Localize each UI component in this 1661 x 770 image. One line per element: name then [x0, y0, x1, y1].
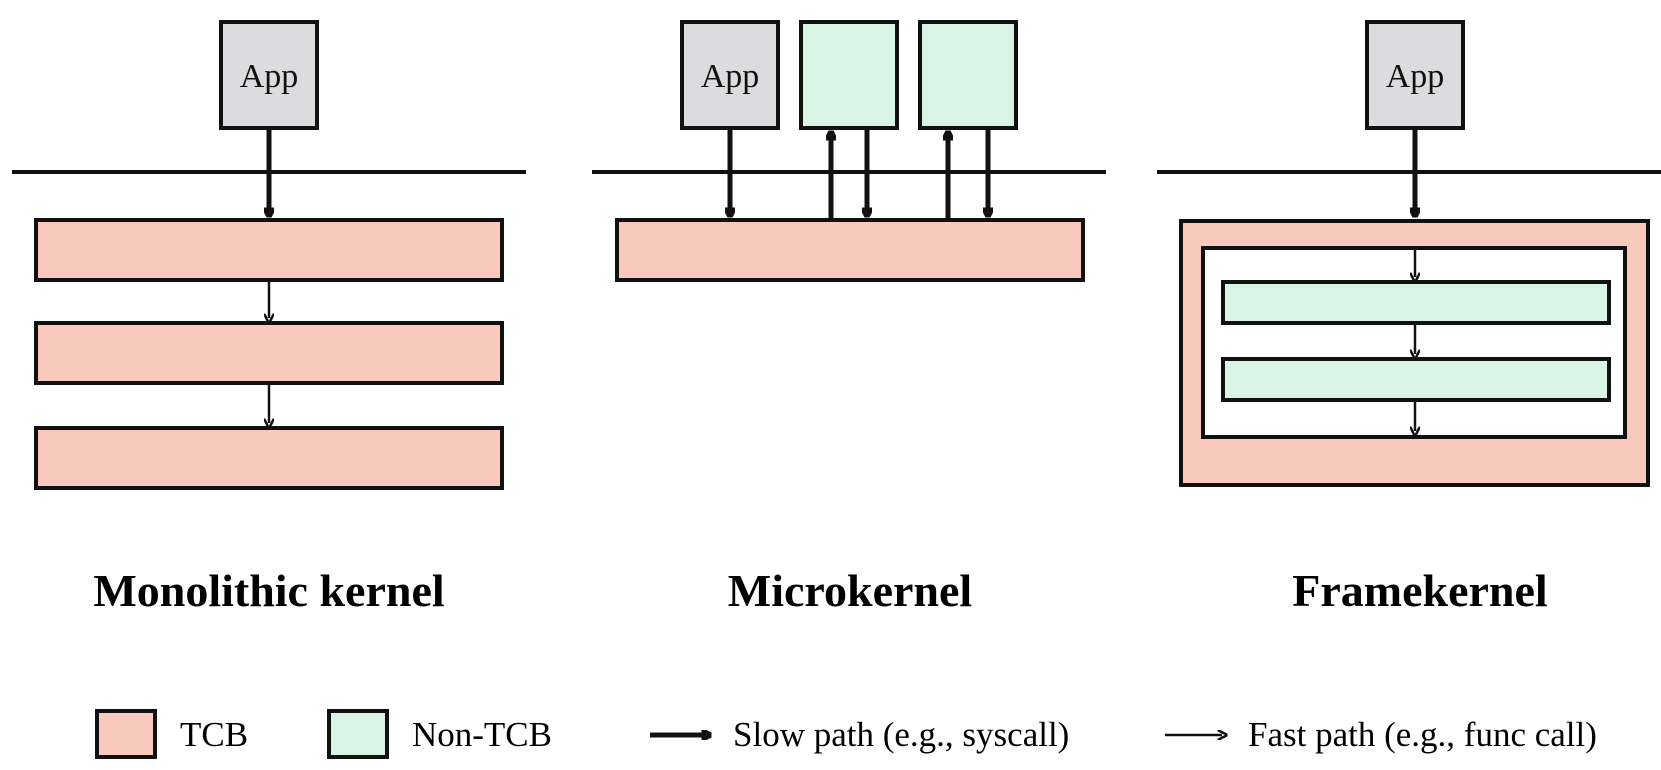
non-tcb-layer	[1221, 280, 1611, 325]
app-label: App	[701, 58, 760, 95]
app-label: App	[240, 58, 299, 95]
tcb-layer	[615, 218, 1085, 282]
panel-caption: Microkernel	[728, 565, 972, 616]
non-tcb-server-box	[799, 20, 899, 130]
legend-fast-path-label: Fast path (e.g., func call)	[1248, 715, 1597, 754]
tcb-layer	[34, 218, 504, 282]
microkernel-panel: App Microkernel	[592, 20, 1106, 616]
legend: TCB Non-TCB Slow path (e.g., syscall) Fa…	[95, 709, 1597, 759]
legend-slow-path-label: Slow path (e.g., syscall)	[733, 715, 1069, 754]
legend-tcb-label: TCB	[180, 715, 248, 754]
legend-tcb-swatch	[95, 709, 157, 759]
monolithic-panel: App Monolithic kernel	[12, 20, 526, 616]
non-tcb-layer	[1221, 357, 1611, 402]
app-box	[1365, 20, 1465, 130]
panel-caption: Monolithic kernel	[93, 565, 444, 616]
tcb-layer	[34, 321, 504, 385]
framekernel-panel: App Framekernel	[1157, 20, 1661, 616]
panel-caption: Framekernel	[1292, 565, 1547, 616]
app-box	[680, 20, 780, 130]
non-tcb-server-box	[918, 20, 1018, 130]
app-box	[219, 20, 319, 130]
legend-non-tcb-label: Non-TCB	[412, 715, 552, 754]
app-label: App	[1386, 58, 1445, 95]
tcb-layer	[34, 426, 504, 490]
legend-non-tcb-swatch	[327, 709, 389, 759]
